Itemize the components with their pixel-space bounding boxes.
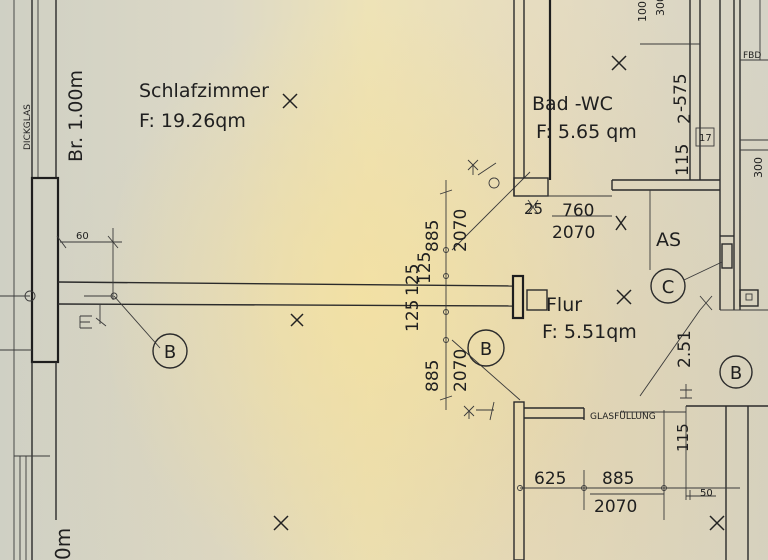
fbd-label: FBD	[743, 51, 761, 61]
dim-115-bot: 115	[674, 423, 692, 452]
dim-300: 300	[752, 157, 765, 178]
dim-50: 50	[700, 488, 713, 499]
outlet-c: C	[650, 261, 723, 304]
outlet-b-hall: B	[467, 329, 505, 367]
switch-symbols	[79, 159, 713, 421]
dim-300b: 300	[654, 0, 667, 16]
dim-2070-bath: 2070	[552, 223, 595, 243]
dim-575: -575	[671, 73, 691, 112]
dim-60: 60	[76, 231, 89, 242]
lower-walls	[513, 309, 768, 560]
closet-walls	[649, 139, 768, 311]
outlet-b-right: B	[719, 355, 753, 389]
bath-area: F: 5.65 qm	[536, 121, 637, 143]
dim-885-top: 885	[423, 220, 443, 252]
dim-17: 17	[699, 133, 712, 144]
dim-2: 2	[675, 113, 695, 124]
bedroom-area: F: 19.26qm	[139, 110, 246, 132]
door-dimension-chain	[439, 171, 531, 410]
partition-wall	[57, 274, 548, 349]
dim-0m: 0m	[51, 528, 75, 560]
hall-name: Flur	[546, 294, 582, 316]
dim-2070-top: 2070	[451, 209, 471, 252]
outlet-b-hall-label: B	[480, 339, 492, 360]
dim-125-a: 125	[415, 252, 435, 284]
dickglas-label: DICKGLAS	[23, 104, 33, 150]
hall-area: F: 5.51qm	[542, 321, 637, 343]
bedroom-name: Schlafzimmer	[139, 80, 269, 102]
dim-25: 25	[524, 200, 543, 218]
left-exterior-wall	[0, 0, 60, 560]
outlet-b-right-label: B	[730, 363, 742, 384]
width-label: Br. 1.00m	[65, 70, 87, 162]
outlet-b-left: B	[152, 333, 188, 369]
dim-885-low: 885	[602, 469, 634, 489]
dim-125-b: 125	[403, 264, 423, 296]
glasfuellung-label: GLASFÜLLUNG	[590, 411, 656, 422]
door-swing-lines	[530, 195, 664, 495]
dim-115-top: 115	[673, 144, 693, 176]
ceiling-light-marks	[273, 55, 725, 531]
dim-885-bot: 885	[423, 360, 443, 392]
bath-name: Bad -WC	[532, 93, 613, 115]
dim-125-c: 125	[403, 300, 423, 332]
outlet-b-left-label: B	[164, 342, 176, 363]
dim-100: 100	[636, 1, 649, 22]
dim-760: 760	[562, 201, 594, 221]
dim-60-group	[56, 228, 122, 300]
dim-625: 625	[534, 469, 566, 489]
dim-2070-bot: 2070	[451, 349, 471, 392]
dim-2070-low: 2070	[594, 497, 637, 517]
outlet-c-label: C	[662, 277, 675, 298]
dim-251: 2.51	[675, 330, 695, 368]
bath-walls	[513, 0, 768, 310]
closet-name: AS	[656, 229, 681, 251]
